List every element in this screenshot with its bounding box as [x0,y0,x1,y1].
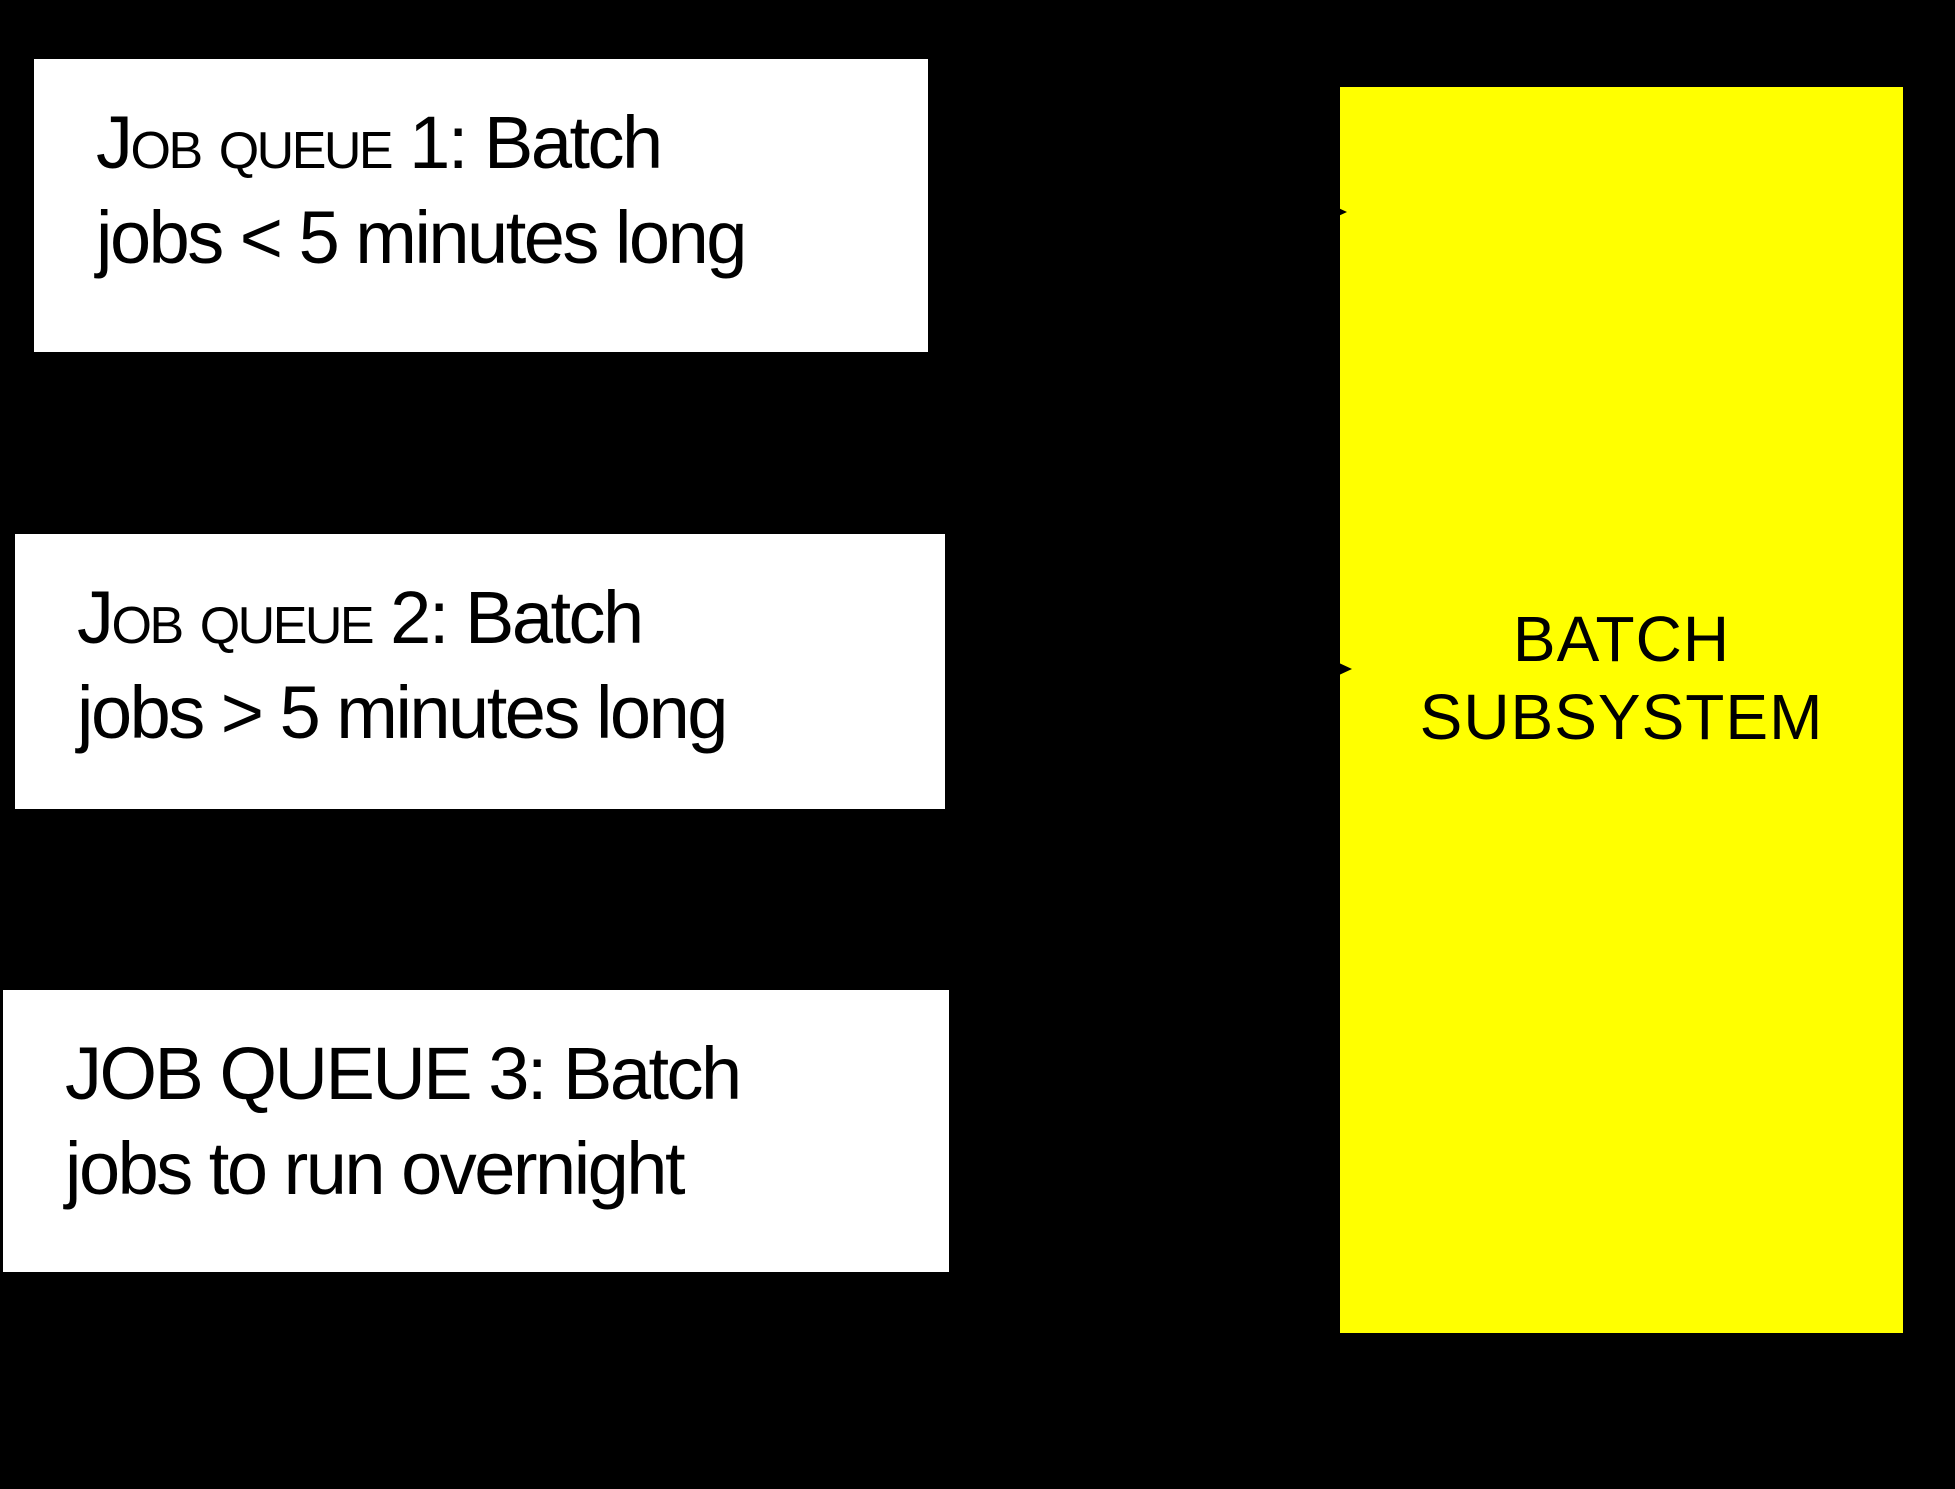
job-queue-3-line1-rest: 3: Batch [470,1032,742,1115]
job-queue-2-line1-rest: 2: Batch [372,576,644,659]
job-queue-2-box: Job queue 2: Batch jobs > 5 minutes long [15,534,945,809]
job-queue-2-title-line1: Job queue 2: Batch [77,570,929,665]
connector-arrowhead-queue2-icon [1324,656,1352,682]
connector-arrowhead-queue1-icon [1321,200,1347,224]
job-queue-1-box: Job queue 1: Batch jobs < 5 minutes long [34,59,928,352]
job-queue-1-line1-rest: 1: Batch [391,101,663,184]
job-queue-2-title-line2: jobs > 5 minutes long [77,671,728,754]
job-queue-3-title-line2: jobs to run overnight [65,1127,686,1210]
job-queue-2-lead: Job queue [77,576,375,659]
job-queue-1-lead: Job queue [96,101,394,184]
job-queue-1-title-line1: Job queue 1: Batch [96,95,912,190]
job-queue-3-title-line1: JOB QUEUE 3: Batch [65,1026,933,1121]
batch-subsystem-label: BATCH SUBSYSTEM [1419,603,1824,753]
job-queue-3-lead: JOB QUEUE [65,1032,473,1115]
job-queue-3-box: JOB QUEUE 3: Batch jobs to run overnight [3,990,949,1272]
job-queue-1-title-line2: jobs < 5 minutes long [96,196,747,279]
batch-subsystem-box: BATCH SUBSYSTEM [1340,87,1903,1333]
